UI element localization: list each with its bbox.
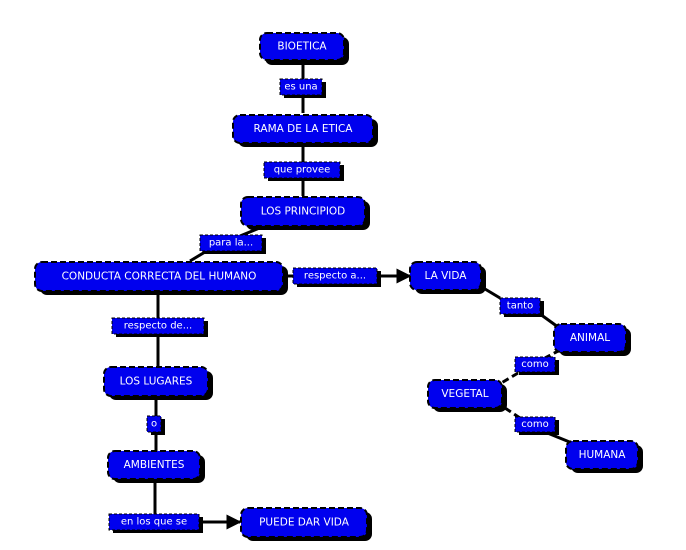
node-puede-label: PUEDE DAR VIDA [259,517,350,529]
phrase-es-una[interactable]: es una [279,78,326,98]
node-animal-label: ANIMAL [570,332,610,344]
phrase-respecto-a-label: respecto a... [304,271,366,282]
link-para-la-conducta [189,250,206,263]
node-humana[interactable]: HUMANA [565,440,643,473]
node-bioetica[interactable]: BIOETICA [259,32,349,65]
node-conducta-correcta[interactable]: CONDUCTA CORRECTA DEL HUMANO [34,261,288,295]
phrase-o[interactable]: o [146,415,165,435]
phrase-tanto-label: tanto [507,301,533,312]
phrase-en-los-que-se-label: en los que se [121,517,187,528]
phrase-en-los-que-se[interactable]: en los que se [108,513,203,533]
phrase-que-provee-label: que provee [274,165,331,176]
phrase-respecto-de[interactable]: respecto de... [111,317,208,337]
phrase-que-provee[interactable]: que provee [263,161,344,181]
node-ambientes-label: AMBIENTES [124,459,185,471]
phrase-respecto-de-label: respecto de... [124,321,193,332]
phrase-como-1[interactable]: como [514,356,559,375]
node-vegetal-label: VEGETAL [441,388,488,400]
node-bioetica-label: BIOETICA [277,41,327,53]
node-conducta-label: CONDUCTA CORRECTA DEL HUMANO [62,271,257,283]
node-los-principiod[interactable]: LOS PRINCIPIOD [240,196,370,230]
node-principios-label: LOS PRINCIPIOD [261,206,346,218]
link-vegetal-como [504,406,521,420]
phrase-o-label: o [151,419,157,430]
phrase-como-2[interactable]: como [514,416,559,435]
node-rama-label: RAMA DE LA ETICA [254,123,354,135]
node-vida-label: LA VIDA [425,270,468,282]
node-la-vida[interactable]: LA VIDA [409,261,486,294]
node-vegetal[interactable]: VEGETAL [427,379,507,412]
node-puede-dar-vida[interactable]: PUEDE DAR VIDA [240,507,372,541]
phrase-como-2-label: como [521,419,548,430]
node-humana-label: HUMANA [579,449,627,461]
link-como-vegetal [497,371,519,387]
phrase-para-la-label: para la... [209,238,253,249]
phrase-como-1-label: como [521,359,548,370]
phrase-respecto-a[interactable]: respecto a... [292,267,381,287]
node-lugares-label: LOS LUGARES [120,376,193,388]
node-animal[interactable]: ANIMAL [553,323,631,356]
node-ambientes[interactable]: AMBIENTES [107,450,205,483]
phrase-tanto[interactable]: tanto [499,297,544,317]
node-los-lugares[interactable]: LOS LUGARES [103,366,213,400]
phrase-para-la[interactable]: para la... [199,234,266,254]
phrase-es-una-label: es una [284,82,317,93]
node-rama-de-la-etica[interactable]: RAMA DE LA ETICA [232,114,378,147]
